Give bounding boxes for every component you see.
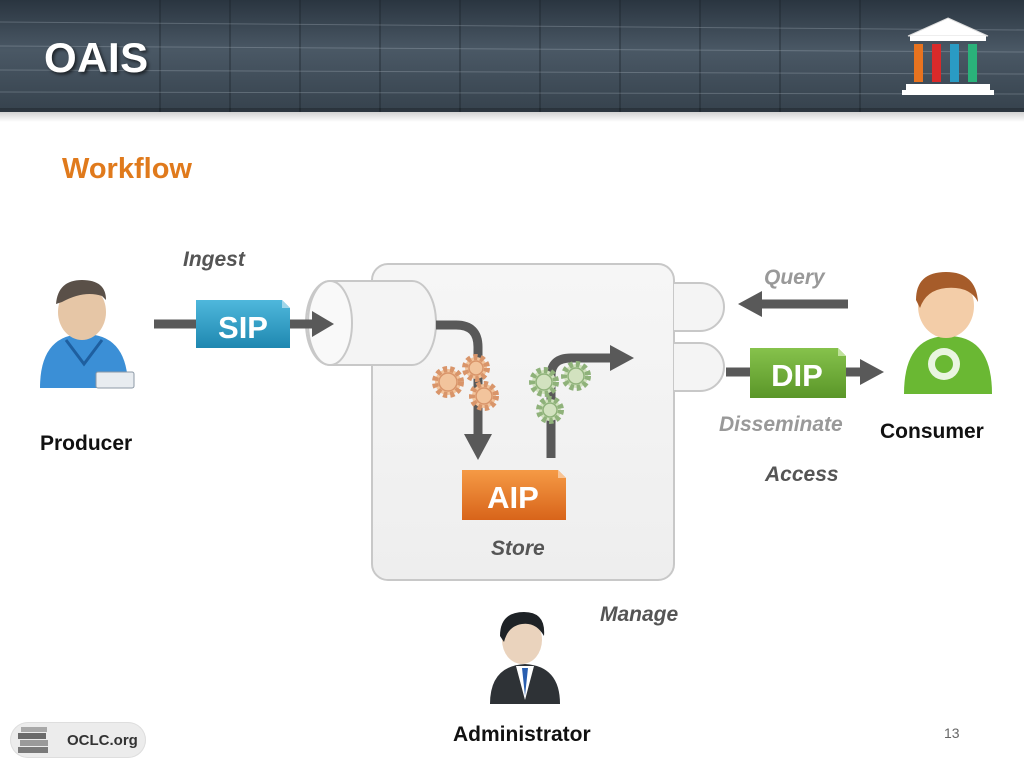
query-label: Query xyxy=(764,266,825,289)
sip-arrowhead xyxy=(312,311,334,337)
administrator-avatar xyxy=(490,612,560,704)
sip-label: SIP xyxy=(218,310,268,345)
consumer-name: Consumer xyxy=(880,420,984,443)
aip-package xyxy=(462,470,566,520)
disseminate-label: Disseminate xyxy=(719,413,843,436)
ingest-to-aip-line xyxy=(436,320,483,436)
page-number: 13 xyxy=(944,725,960,741)
aip-label: AIP xyxy=(487,480,539,515)
section-title: Workflow xyxy=(62,153,192,185)
query-tube xyxy=(674,282,725,332)
manage-label: Manage xyxy=(600,603,679,626)
dip-package xyxy=(750,348,846,398)
access-label: Access xyxy=(765,463,839,486)
oclc-logo xyxy=(902,17,994,95)
access-arrowhead xyxy=(610,345,634,371)
producer-avatar xyxy=(40,280,135,389)
access-tube xyxy=(674,342,725,392)
header-banner xyxy=(0,0,1024,112)
consumer-avatar xyxy=(904,272,992,394)
footer-books-icon xyxy=(18,727,48,753)
query-arrowhead xyxy=(738,291,762,317)
sip-package xyxy=(196,300,290,348)
banner-shadow xyxy=(0,108,1024,122)
footer-link[interactable]: OCLC.org xyxy=(67,732,138,749)
archive-container xyxy=(371,263,675,581)
aip-arrowhead xyxy=(464,434,492,460)
access-gears xyxy=(529,361,591,424)
administrator-name: Administrator xyxy=(453,723,591,746)
store-label: Store xyxy=(491,537,545,560)
ingest-gears xyxy=(432,354,499,411)
slide-title: OAIS xyxy=(44,34,149,81)
producer-name: Producer xyxy=(40,432,133,455)
dip-label: DIP xyxy=(771,358,823,393)
ingest-label: Ingest xyxy=(183,248,245,271)
consumer-arrowhead xyxy=(860,359,884,385)
library-stacks-background xyxy=(0,0,1024,112)
